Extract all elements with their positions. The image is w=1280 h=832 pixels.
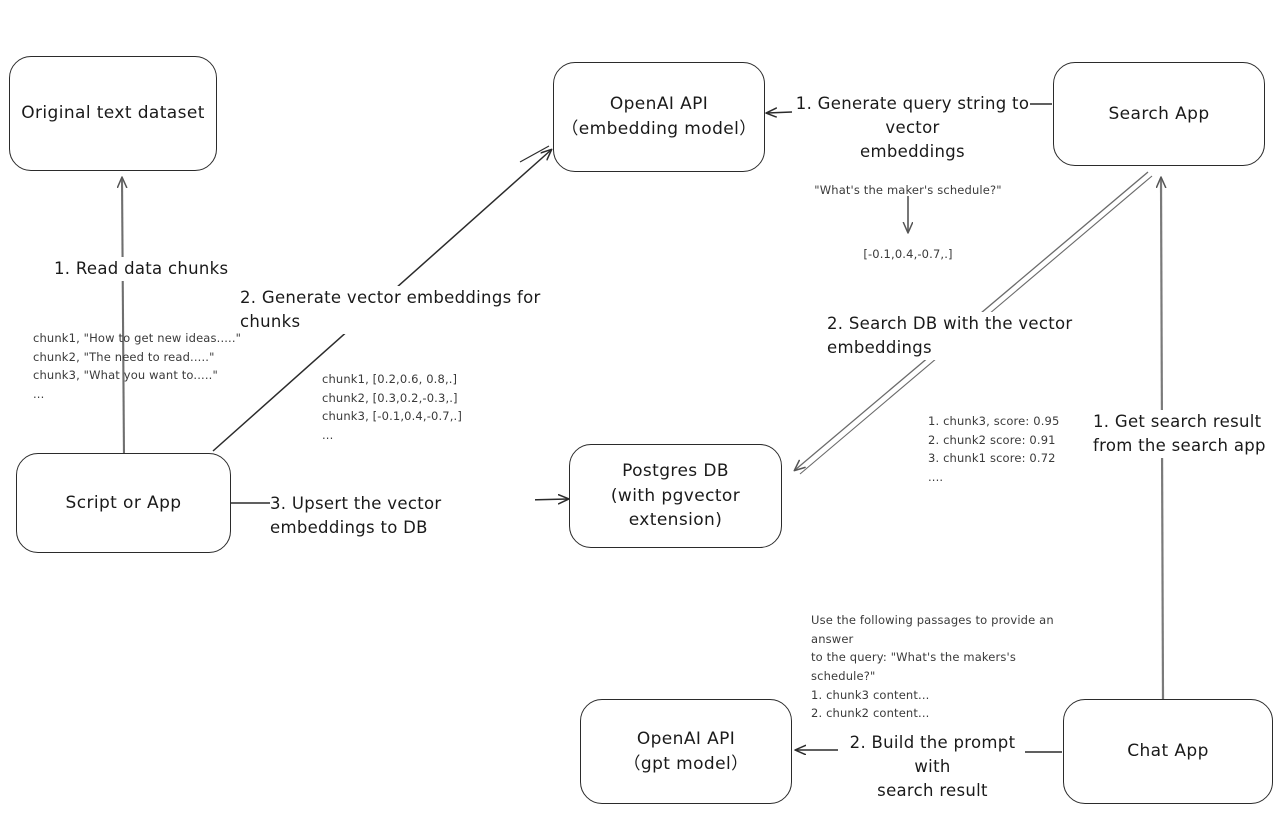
note-search-results: 1. chunk3, score: 0.95 2. chunk2 score: …: [928, 414, 1060, 484]
node-sublabel: （gpt model）: [623, 753, 749, 774]
node-openai-embedding[interactable]: OpenAI API （embedding model）: [553, 62, 765, 172]
node-sublabel: (with pgvector extension): [610, 485, 741, 531]
node-label: OpenAI API: [636, 728, 736, 749]
node-chat-app[interactable]: Chat App: [1063, 699, 1273, 804]
node-label: Postgres DB: [622, 461, 729, 482]
edge-label-build-prompt: 2. Build the prompt with search result: [840, 731, 1025, 803]
node-label: Script or App: [65, 492, 182, 513]
node-label: Chat App: [1127, 741, 1209, 762]
edge-label-read-data-chunks: 1. Read data chunks: [54, 257, 254, 281]
note-query-string: "What's the maker's schedule?": [814, 183, 1002, 197]
node-search-app[interactable]: Search App: [1053, 62, 1265, 166]
node-label: Original text dataset: [21, 103, 205, 124]
node-postgres-db[interactable]: Postgres DB (with pgvector extension): [569, 444, 782, 548]
note-query-vector: [-0.1,0.4,-0.7,.]: [863, 247, 953, 261]
edge-label-upsert-to-db: 3. Upsert the vector embeddings to DB: [270, 492, 535, 540]
node-script-or-app[interactable]: Script or App: [16, 453, 231, 553]
note-chunks-sample: chunk1, "How to get new ideas....." chun…: [33, 331, 242, 401]
edge-label-search-db: 2. Search DB with the vector embeddings: [827, 312, 1147, 360]
edge-label-generate-vector-embeddings: 2. Generate vector embeddings for chunks: [240, 286, 570, 334]
node-label: Search App: [1108, 103, 1210, 124]
arrow-script-to-dataset: [122, 178, 124, 459]
node-openai-gpt[interactable]: OpenAI API （gpt model）: [580, 699, 792, 804]
node-sublabel: （embedding model）: [561, 119, 757, 139]
edge-label-generate-query-string: 1. Generate query string to vector embed…: [795, 92, 1030, 164]
node-label: OpenAI API: [609, 94, 709, 115]
node-original-text-dataset[interactable]: Original text dataset: [9, 56, 217, 171]
note-prompt-sample: Use the following passages to provide an…: [811, 613, 1054, 721]
note-embeddings-sample: chunk1, [0.2,0.6, 0.8,.] chunk2, [0.3,0.…: [322, 372, 462, 442]
